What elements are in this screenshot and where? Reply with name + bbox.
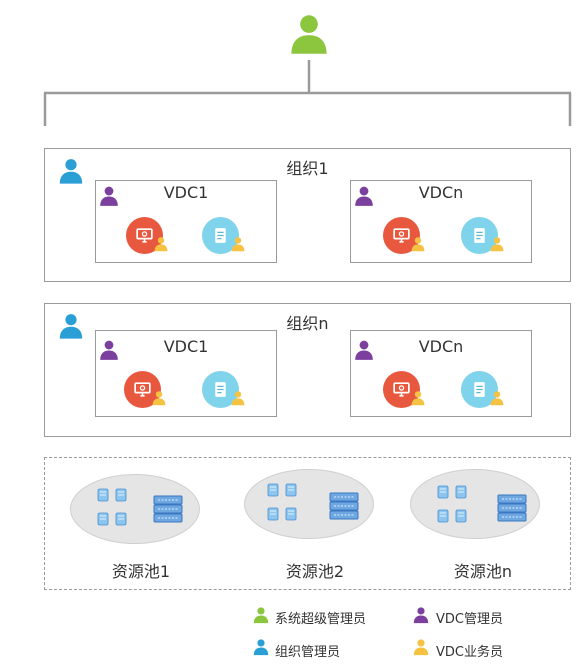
vdc-title: VDCn	[418, 183, 464, 202]
vdc-operator-icon	[490, 237, 504, 252]
vdc-title: VDC1	[163, 183, 209, 202]
vdc-operator-icon	[411, 391, 425, 406]
server-icon	[497, 494, 527, 522]
vdc-title: VDCn	[418, 337, 464, 356]
server-icon	[329, 492, 359, 520]
vdc-box: VDCn	[350, 330, 532, 417]
vdc-operator-icon	[411, 237, 425, 252]
vdc-box: VDCn	[350, 180, 532, 263]
legend-vdc-operator: VDC业务员	[436, 645, 503, 660]
resource-pool-container	[44, 457, 571, 590]
vdc-operator-icon	[152, 391, 166, 406]
system-admin-legend-icon	[253, 607, 269, 624]
vdc-admin-legend-icon	[413, 607, 429, 624]
resource-pool-label: 资源池1	[111, 562, 171, 581]
legend-org-admin: 组织管理员	[275, 645, 341, 660]
vdc-operator-icon	[154, 237, 168, 252]
org-admin-legend-icon	[253, 639, 269, 656]
resource-pool-n	[410, 469, 540, 539]
vm-icon	[267, 483, 297, 521]
resource-pool-label: 资源池n	[453, 562, 513, 581]
organization-title: 组织1	[286, 159, 329, 178]
organization-box-1: 组织1 VDC1 VDCn	[44, 148, 571, 282]
vdc-title: VDC1	[163, 337, 209, 356]
resource-pool-label: 资源池2	[285, 562, 345, 581]
vm-icon	[97, 488, 127, 526]
vdc-box: VDC1	[95, 330, 277, 417]
vdc-operator-legend-icon	[413, 639, 429, 656]
vdc-box: VDC1	[95, 180, 277, 263]
legend-system-admin: 系统超级管理员	[275, 612, 367, 627]
resource-pool-2	[244, 469, 374, 539]
organization-box-n: 组织n VDC1 VDCn	[44, 303, 571, 437]
hierarchy-connector	[43, 60, 572, 126]
vdc-operator-icon	[231, 391, 245, 406]
vm-icon	[437, 485, 467, 523]
organization-title: 组织n	[286, 314, 329, 333]
vdc-operator-icon	[490, 391, 504, 406]
vdc-operator-icon	[231, 237, 245, 252]
legend-vdc-admin: VDC管理员	[436, 612, 503, 627]
resource-pool-1	[70, 474, 200, 544]
server-icon	[153, 495, 183, 523]
